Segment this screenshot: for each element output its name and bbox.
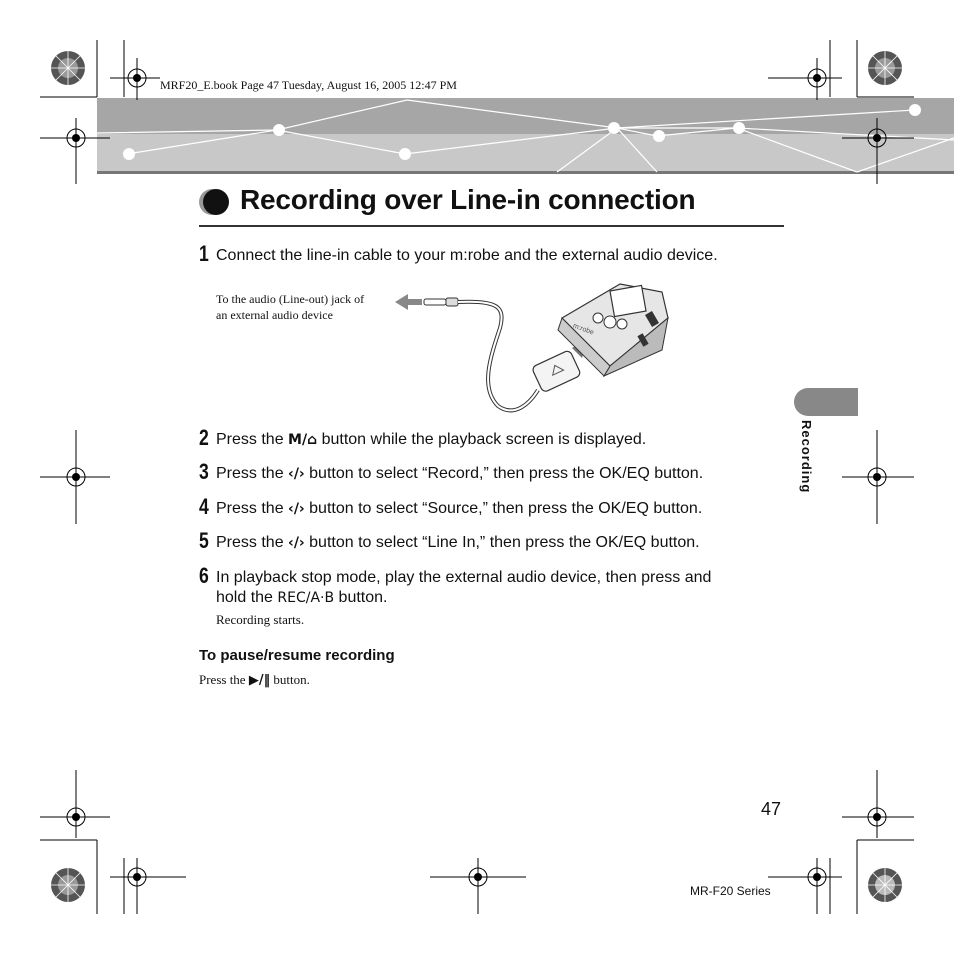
step-text-5: Press the ‹/› button to select “Line In,… [216, 534, 700, 551]
diagram-callout-line1: To the audio (Line-out) jack of [216, 292, 365, 306]
play-pause-button-icon: ▶/‖ [248, 673, 271, 688]
rec-ab-button-icon: REC/A·B [277, 590, 335, 606]
step-number-6: 6 [199, 563, 209, 588]
audio-plug [423, 298, 447, 306]
line-in-cable [457, 299, 540, 413]
line-in-connection-diagram: m:robe [395, 283, 669, 413]
dock-connector [532, 350, 581, 392]
step-text-6: In playback stop mode, play the external… [216, 569, 712, 606]
page-number: 47 [761, 799, 782, 819]
left-right-button-icon: ‹/› [288, 535, 305, 551]
series-label: MR-F20 Series [690, 884, 771, 898]
step-text-1: Connect the line-in cable to your m:robe… [216, 247, 718, 264]
direction-arrow-icon [395, 294, 422, 310]
step-number-5: 5 [199, 528, 209, 553]
pause-resume-heading: To pause/resume recording [199, 647, 395, 664]
diagram-callout: To the audio (Line-out) jack of an exter… [216, 291, 396, 323]
page-title: Recording over Line-in connection [240, 184, 696, 215]
step-number-3: 3 [199, 459, 209, 484]
left-right-button-icon: ‹/› [288, 501, 305, 517]
step-text-3: Press the ‹/› button to select “Record,”… [216, 465, 704, 482]
step6-result-note: Recording starts. [216, 612, 305, 627]
diagram-callout-line2: an external audio device [216, 308, 333, 322]
step-number-1: 1 [199, 241, 209, 266]
step-number-2: 2 [199, 425, 209, 450]
left-right-button-icon: ‹/› [288, 466, 305, 482]
title-underline [199, 225, 784, 227]
step-text-4: Press the ‹/› button to select “Source,”… [216, 500, 703, 517]
title-bullet-icon [199, 189, 229, 215]
book-info-line: MRF20_E.book Page 47 Tuesday, August 16,… [160, 78, 457, 92]
step-number-4: 4 [199, 494, 209, 519]
step-text-2: Press the M/⌂ button while the playback … [216, 431, 647, 448]
section-tab-label: Recording [799, 420, 814, 494]
section-tab [794, 388, 858, 416]
pause-resume-text: Press the ▶/‖ button. [199, 672, 310, 688]
header-banner [97, 98, 954, 174]
mrobe-device: m:robe [557, 283, 669, 378]
menu-home-button-icon: M/⌂ [288, 432, 318, 448]
